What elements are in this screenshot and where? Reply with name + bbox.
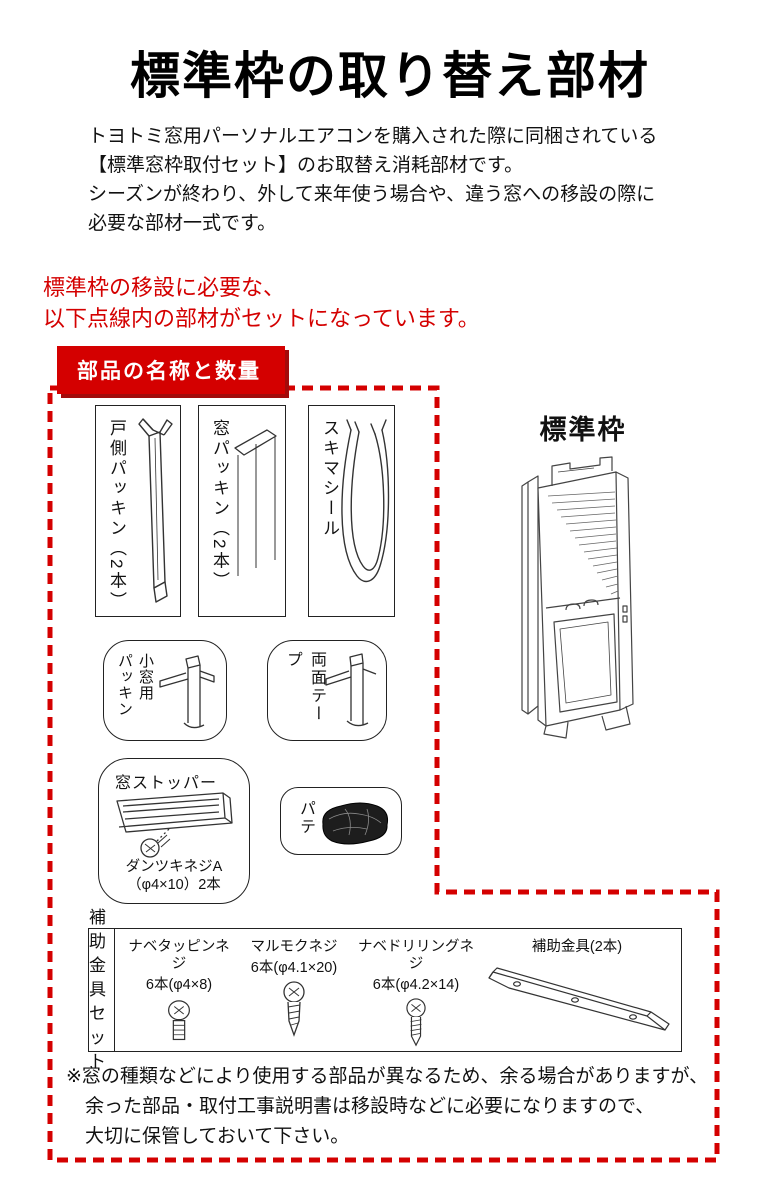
intro-line: シーズンが終わり、外して来年使う場合や、違う窓への移設の際に <box>88 184 656 205</box>
part-label: パテ <box>297 800 314 836</box>
pan-drilling-screw-icon <box>406 998 426 1047</box>
intro-line: 【標準窓枠取付セット】のお取替え消耗部材です。 <box>88 155 524 176</box>
window-stopper-drawing <box>116 792 233 858</box>
footnote-line: 大切に保管しておいて下さい。 <box>85 1126 350 1147</box>
standard-frame-label: 標準枠 <box>539 415 627 445</box>
hardware-item-qty: 6本(φ4.2×14) <box>372 977 460 993</box>
window-packing-drawing <box>234 429 277 576</box>
footnote-line: ※窓の種類などにより使用する部品が異なるため、余る場合がありますが、 <box>66 1066 709 1087</box>
red-notice-line: 標準枠の移設に必要な、 <box>43 275 286 300</box>
part-box-gap-seal: スキマシール <box>308 405 395 617</box>
intro-paragraph: トヨトミ窓用パーソナルエアコンを購入された際に同梱されている 【標準窓枠取付セッ… <box>88 122 688 238</box>
intro-line: トヨトミ窓用パーソナルエアコンを購入された際に同梱されている <box>88 126 658 147</box>
small-window-packing-drawing <box>159 655 215 729</box>
part-box-double-sided-tape: 両面テープ <box>267 640 387 741</box>
stopper-screw-caption: ダンツキネジA （φ4×10）2本 <box>99 858 249 894</box>
footnote: ※窓の種類などにより使用する部品が異なるため、余る場合がありますが、 余った部品… <box>66 1062 714 1152</box>
round-wood-screw-icon <box>283 981 305 1037</box>
red-notice-line: 以下点線内の部材がセットになっています。 <box>43 306 480 331</box>
page-title: 標準枠の取り替え部材 <box>130 48 650 104</box>
part-box-small-window-packing: 小窓用 パッキン <box>103 640 227 741</box>
auxiliary-bracket-icon <box>488 967 670 1031</box>
pan-tapping-screw-icon <box>168 1000 190 1041</box>
hardware-set-table: 補助金具 セット ナベタッピンネジ 6本(φ4×8) マルモクネジ 6本( <box>88 908 682 1071</box>
hardware-set-header: 補助金具 セット <box>89 908 115 1071</box>
hardware-items: ナベタッピンネジ 6本(φ4×8) マルモクネジ 6本(φ4.1×20) <box>115 929 681 1051</box>
standard-frame-drawing <box>521 456 634 739</box>
part-box-window-stopper: 窓ストッパー ダンツキネジA （φ4×10）2本 <box>98 758 250 904</box>
gap-seal-drawing <box>341 419 390 583</box>
hardware-item-pan-tapping-screw: ナベタッピンネジ 6本(φ4×8) <box>123 935 235 1047</box>
hardware-item-qty: 6本(φ4.1×20) <box>250 960 338 976</box>
putty-drawing <box>322 802 388 845</box>
red-notice: 標準枠の移設に必要な、 以下点線内の部材がセットになっています。 <box>43 272 523 334</box>
footnote-line: 余った部品・取付工事説明書は移設時などに必要になりますので、 <box>85 1096 655 1117</box>
hardware-item-pan-drilling-screw: ナベドリリングネジ 6本(φ4.2×14) <box>353 935 479 1047</box>
part-label: 小窓用 パッキン <box>114 653 156 717</box>
hardware-item-label: マルモクネジ <box>250 939 338 955</box>
hardware-item-auxiliary-bracket: 補助金具(2本) <box>479 935 675 1047</box>
hardware-item-label: 補助金具(2本) <box>531 939 623 955</box>
hardware-set-header-line: 補助金具 <box>89 908 107 999</box>
part-box-putty: パテ <box>280 787 402 855</box>
part-label-line: パッキン <box>116 653 133 717</box>
parts-section-header-label: 部品の名称と数量 <box>77 360 261 383</box>
parts-section-header: 部品の名称と数量 <box>57 346 285 394</box>
part-box-window-packing: 窓パッキン（2本） <box>198 405 286 617</box>
stopper-screw-line: （φ4×10）2本 <box>127 877 221 893</box>
hardware-item-qty: 6本(φ4×8) <box>145 977 213 993</box>
hardware-item-label: ナベタッピンネジ <box>128 939 230 972</box>
hardware-set-header-line: セット <box>89 1004 107 1071</box>
door-side-packing-drawing <box>138 418 173 603</box>
intro-line: 必要な部材一式です。 <box>88 213 277 234</box>
hardware-item-label: ナベドリリングネジ <box>358 939 474 972</box>
hardware-item-round-wood-screw: マルモクネジ 6本(φ4.1×20) <box>235 935 353 1047</box>
stopper-screw-line: ダンツキネジA <box>125 859 223 875</box>
part-box-door-side-packing: 戸側パッキン（2本） <box>95 405 181 617</box>
double-sided-tape-drawing <box>325 653 377 727</box>
